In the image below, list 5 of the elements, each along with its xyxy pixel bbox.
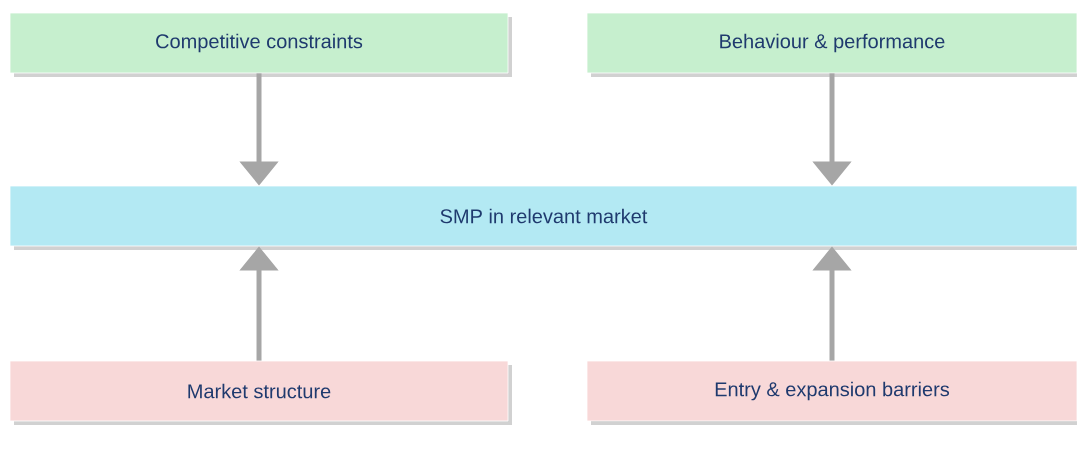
result-band: SMP in relevant market <box>9 185 1077 250</box>
process-box: Behaviour & performance <box>586 12 1077 77</box>
process-box: Entry & expansion barriers <box>586 360 1077 425</box>
process-box: Competitive constraints <box>9 12 512 77</box>
process-box: Market structure <box>9 360 512 425</box>
